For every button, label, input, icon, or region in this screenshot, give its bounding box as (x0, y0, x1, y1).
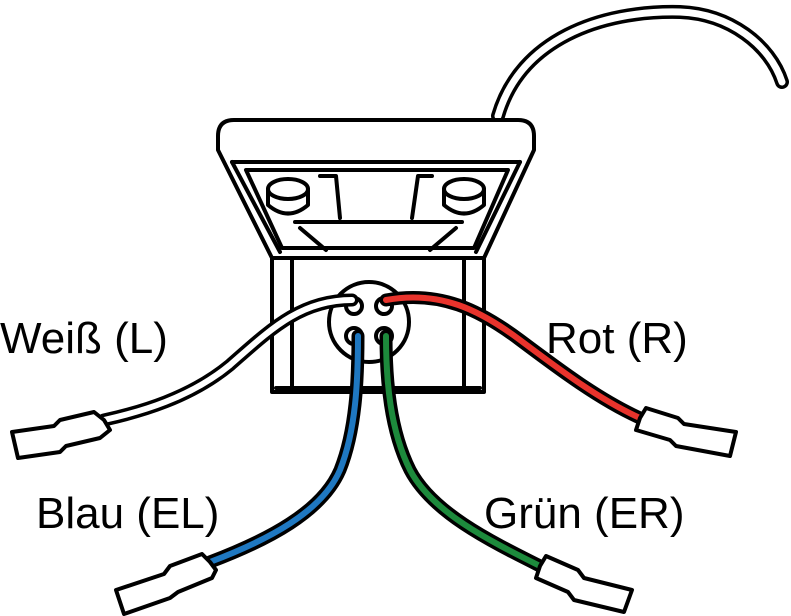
spade-terminal-icon (534, 554, 634, 614)
label-white: Weiß (L) (0, 314, 168, 363)
white-wire (10, 293, 359, 460)
label-red: Rot (R) (546, 314, 688, 363)
spade-terminal-icon (114, 552, 218, 616)
red-wire (379, 290, 738, 458)
green-wire (379, 329, 634, 614)
label-green: Grün (ER) (484, 489, 684, 538)
connector-plug-icon (216, 118, 536, 394)
cable-icon (491, 4, 789, 123)
spade-terminal-icon (634, 406, 738, 458)
label-blue: Blau (EL) (36, 489, 219, 538)
spade-terminal-icon (10, 410, 112, 460)
blue-wire (114, 329, 365, 616)
